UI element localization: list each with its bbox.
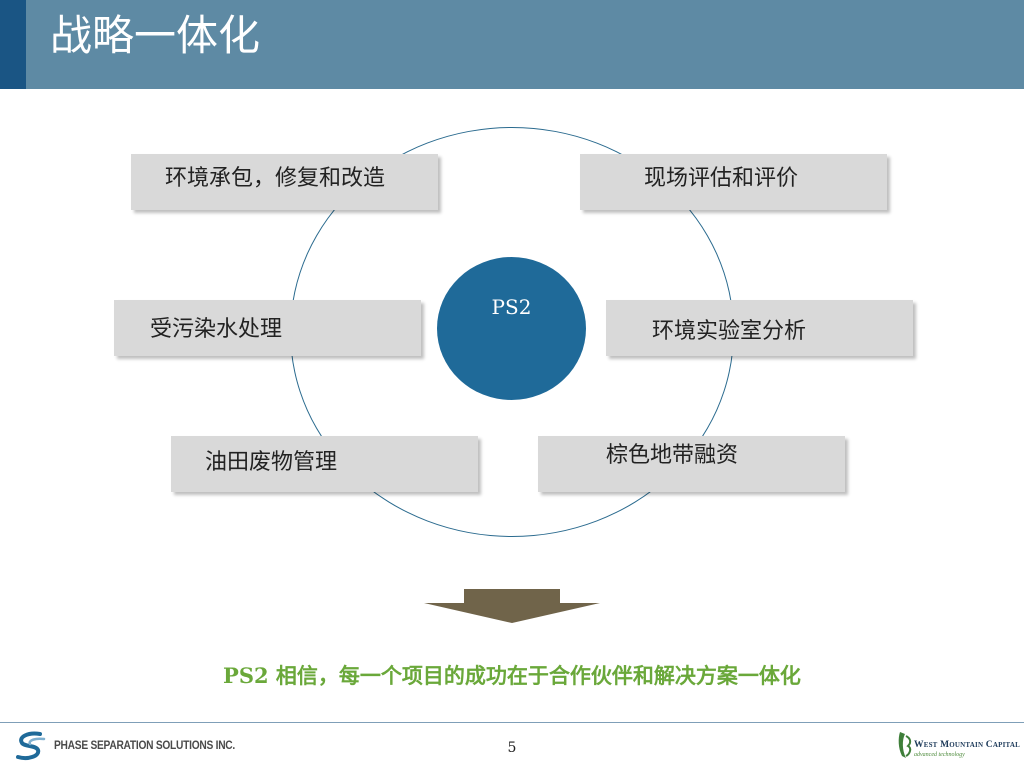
mountain-logo-icon <box>898 732 912 758</box>
left-logo-text: PHASE SEPARATION SOLUTIONS INC. <box>54 738 236 752</box>
header-bar: 战略一体化 <box>0 0 1024 89</box>
service-box-lab-analysis: 环境实验室分析 <box>606 300 913 356</box>
footer-divider <box>0 722 1024 723</box>
swoosh-logo-icon <box>16 731 46 761</box>
center-label: PS2 <box>491 295 532 319</box>
header-accent <box>0 0 26 89</box>
down-arrow-icon <box>424 589 600 623</box>
tagline: PS2 相信，每一个项目的成功在于合作伙伴和解决方案一体化 <box>223 663 801 688</box>
center-circle: PS2 <box>437 257 586 400</box>
service-box-water-treatment: 受污染水处理 <box>114 300 421 356</box>
service-box-oilfield-waste: 油田废物管理 <box>171 436 478 492</box>
service-box-contracting: 环境承包，修复和改造 <box>131 154 438 210</box>
service-box-brownfield-finance: 棕色地带融资 <box>538 436 845 492</box>
phase-separation-logo: PHASE SEPARATION SOLUTIONS INC. <box>14 731 235 761</box>
right-logo-subtitle: advanced technology <box>914 752 965 758</box>
west-mountain-logo: West Mountain Capital advanced technolog… <box>896 728 1020 764</box>
right-logo-name: West Mountain Capital <box>914 740 1020 750</box>
slide-title: 战略一体化 <box>50 11 261 60</box>
service-box-assessment: 现场评估和评价 <box>580 154 887 210</box>
page-number: 5 <box>507 740 517 756</box>
